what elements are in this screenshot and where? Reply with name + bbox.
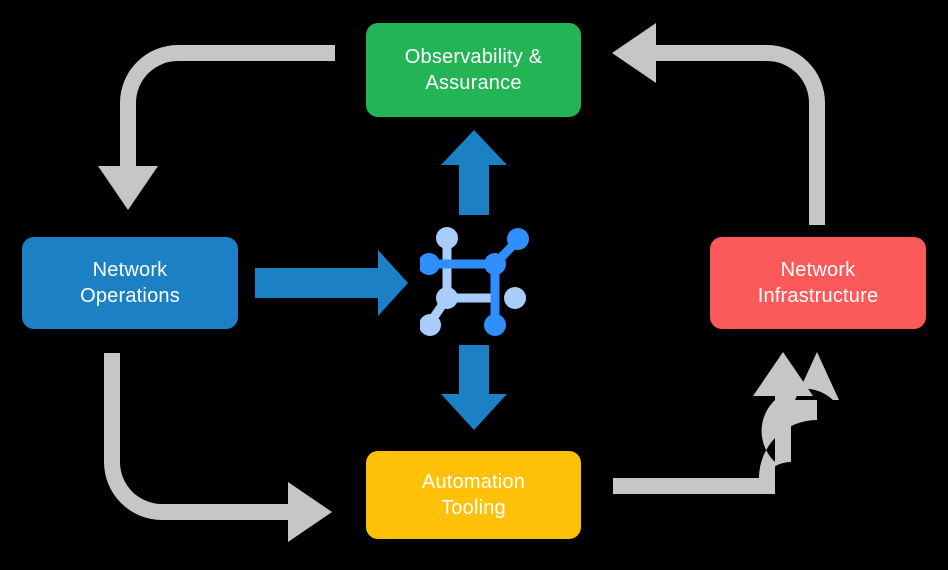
connector-operations-to-center <box>255 250 408 316</box>
connector-center-to-observability <box>441 130 507 215</box>
connector-observability-to-operations <box>98 45 335 210</box>
node-network-operations[interactable]: Network Operations <box>22 237 238 329</box>
node-network-infrastructure[interactable]: Network Infrastructure <box>710 237 926 329</box>
connector-automation-to-infrastructure-shape <box>613 352 813 494</box>
connector-center-to-automation <box>441 345 507 430</box>
connector-operations-to-automation <box>104 353 332 542</box>
connector-infrastructure-to-observability <box>612 23 825 225</box>
node-observability-assurance[interactable]: Observability & Assurance <box>366 23 581 117</box>
node-automation-tooling[interactable]: Automation Tooling <box>366 451 581 539</box>
network-topology-icon <box>420 227 529 336</box>
connector-automation-to-infrastructure <box>613 352 839 494</box>
